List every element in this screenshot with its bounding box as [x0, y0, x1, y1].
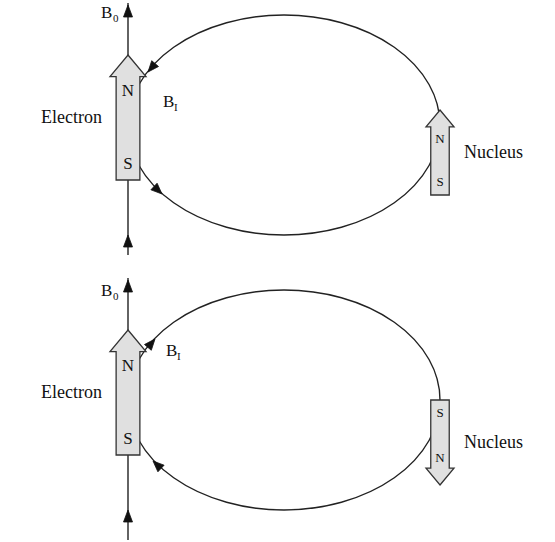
pole-letter: S: [110, 430, 146, 449]
arrowhead: [124, 235, 133, 247]
arrowhead: [153, 461, 164, 472]
field-subscript: I: [174, 102, 178, 113]
field-symbol: B: [163, 93, 174, 110]
arrowhead: [151, 183, 162, 194]
pole-letter: S: [426, 175, 454, 189]
pole-letter: N: [110, 357, 146, 376]
particle-label: Electron: [41, 108, 102, 128]
magnet-arrow: [110, 330, 146, 455]
pole-letter: S: [110, 155, 146, 174]
arrowhead: [145, 339, 156, 350]
bar-magnet: NucleusSN: [426, 400, 454, 485]
bar-magnet: NucleusNS: [426, 110, 454, 195]
particle-label: Nucleus: [464, 433, 523, 453]
pole-letter: N: [426, 132, 454, 146]
arrowhead: [124, 5, 133, 17]
magnet-arrow: [426, 400, 454, 485]
arrowhead: [124, 280, 133, 292]
dipole-field-loop: [128, 15, 440, 235]
dipole-field-loop: [128, 290, 440, 510]
particle-label: Nucleus: [464, 143, 523, 163]
pole-letter: N: [110, 82, 146, 101]
pole-letter: N: [426, 451, 454, 465]
magnet-arrow: [426, 110, 454, 195]
field-subscript: 0: [113, 13, 119, 24]
particle-label: Electron: [41, 383, 102, 403]
field-subscript: 0: [113, 291, 119, 302]
field-symbol: B: [101, 282, 112, 299]
bar-magnet: ElectronNS: [110, 330, 146, 455]
bar-magnet: ElectronNS: [110, 55, 146, 180]
pole-letter: S: [426, 406, 454, 420]
arrowhead: [124, 510, 133, 522]
field-symbol: B: [101, 4, 112, 21]
field-subscript: I: [177, 351, 181, 362]
magnet-arrow: [110, 55, 146, 180]
arrowhead: [148, 61, 159, 72]
field-symbol: B: [166, 342, 177, 359]
